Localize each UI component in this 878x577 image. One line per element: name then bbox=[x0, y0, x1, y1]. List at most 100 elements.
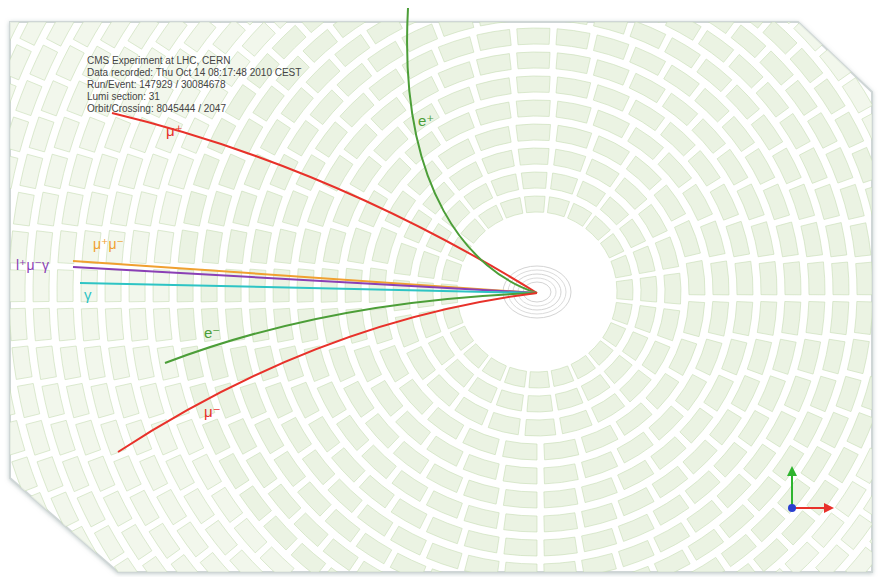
detector-cell bbox=[704, 375, 734, 411]
photon-track bbox=[80, 283, 537, 293]
detector-cell bbox=[37, 457, 63, 492]
detector-cell bbox=[655, 237, 678, 269]
detector-cell bbox=[664, 273, 681, 304]
detector-cell bbox=[114, 456, 141, 491]
detector-cell bbox=[556, 101, 591, 123]
detector-cell bbox=[289, 573, 324, 577]
detector-cell bbox=[797, 0, 831, 20]
detector-cell bbox=[852, 147, 878, 182]
detector-cell bbox=[479, 205, 503, 228]
detector-cell bbox=[683, 184, 713, 220]
muon-track bbox=[112, 113, 537, 293]
detector-cell bbox=[687, 500, 722, 532]
detector-cell bbox=[449, 162, 482, 191]
detector-cell bbox=[93, 0, 124, 14]
detector-cell bbox=[571, 355, 595, 378]
detector-cell bbox=[288, 120, 319, 156]
detector-cell bbox=[270, 154, 298, 190]
detector-cell bbox=[273, 269, 290, 302]
track-label: e⁻ bbox=[204, 325, 220, 342]
detector-cell bbox=[88, 456, 115, 491]
detector-cell bbox=[42, 383, 64, 417]
detector-cell bbox=[348, 228, 372, 264]
detector-cell bbox=[156, 118, 183, 153]
detector-cell bbox=[808, 113, 838, 149]
detector-cell bbox=[33, 270, 49, 302]
detector-cell bbox=[652, 466, 688, 498]
detector-cell bbox=[806, 301, 825, 334]
axis-triad bbox=[787, 466, 834, 513]
detector-cell bbox=[688, 529, 723, 560]
detector-cell bbox=[556, 0, 590, 1]
detector-cell bbox=[310, 90, 343, 125]
detector-cell bbox=[308, 191, 334, 227]
detector-cell bbox=[698, 31, 733, 63]
detector-cell bbox=[350, 156, 382, 192]
detector-cell bbox=[646, 373, 679, 409]
detector-cell bbox=[105, 117, 131, 152]
detector-cell bbox=[504, 514, 537, 532]
detector-cell bbox=[593, 60, 629, 85]
detector-cell bbox=[1, 421, 25, 456]
detector-cell bbox=[135, 192, 157, 226]
detector-cell bbox=[62, 192, 83, 226]
detector-cell bbox=[518, 148, 549, 165]
detector-cell bbox=[544, 537, 577, 556]
detector-cell bbox=[582, 478, 618, 503]
detector-cell bbox=[150, 0, 182, 18]
detector-cell bbox=[826, 147, 853, 183]
detector-cell bbox=[265, 383, 292, 419]
detector-cell bbox=[76, 420, 101, 455]
detector-cell bbox=[291, 543, 326, 576]
detector-cell bbox=[428, 407, 464, 439]
header-text: Orbit/Crossing: 8045444 / 2047 bbox=[87, 103, 226, 114]
detector-cell bbox=[763, 184, 789, 220]
detector-cell bbox=[328, 479, 362, 513]
detector-cell bbox=[747, 339, 771, 374]
detector-cell bbox=[731, 25, 766, 58]
detector-cell bbox=[593, 85, 629, 111]
detector-cell bbox=[829, 447, 859, 483]
detector-cell bbox=[654, 550, 690, 577]
detector-cell bbox=[177, 308, 196, 341]
detector-cell bbox=[219, 453, 249, 489]
detector-cell bbox=[448, 237, 471, 261]
detector-cell bbox=[600, 197, 628, 225]
detector-cell bbox=[202, 419, 230, 455]
detector-cell bbox=[291, 382, 319, 418]
detector-cell bbox=[41, 527, 70, 562]
detector-cell bbox=[219, 154, 246, 190]
detector-cell bbox=[366, 0, 402, 16]
detector-cell bbox=[560, 410, 592, 433]
detector-cell bbox=[450, 326, 473, 350]
detector-cell bbox=[371, 380, 403, 416]
detector-cell bbox=[756, 568, 791, 577]
detector-cell bbox=[654, 523, 690, 552]
detector-cell bbox=[225, 85, 256, 120]
detector-cell bbox=[445, 359, 473, 387]
detector-cell bbox=[832, 262, 849, 295]
detector-cell bbox=[500, 198, 523, 219]
detector-cell bbox=[665, 11, 701, 40]
detector-cell bbox=[873, 413, 878, 448]
detector-cell bbox=[344, 381, 374, 417]
detector-cell bbox=[272, 25, 306, 59]
detector-cell bbox=[568, 203, 592, 226]
detector-cell bbox=[701, 221, 726, 257]
detector-cell bbox=[299, 229, 321, 264]
detector-cell bbox=[301, 0, 336, 32]
detector-cell bbox=[116, 383, 140, 418]
detector-cell bbox=[820, 412, 848, 448]
detector-cell bbox=[464, 480, 500, 504]
detector-cell bbox=[629, 73, 665, 102]
detector-cell bbox=[815, 184, 840, 219]
detector-cell bbox=[393, 441, 428, 473]
detector-cell bbox=[503, 465, 537, 484]
detector-cell bbox=[757, 302, 776, 336]
detector-cell bbox=[503, 490, 537, 508]
detector-cell bbox=[0, 493, 1, 528]
detector-cell bbox=[556, 5, 590, 25]
detector-cell bbox=[177, 522, 208, 557]
detector-cell bbox=[427, 569, 462, 577]
detector-cell bbox=[391, 526, 427, 555]
